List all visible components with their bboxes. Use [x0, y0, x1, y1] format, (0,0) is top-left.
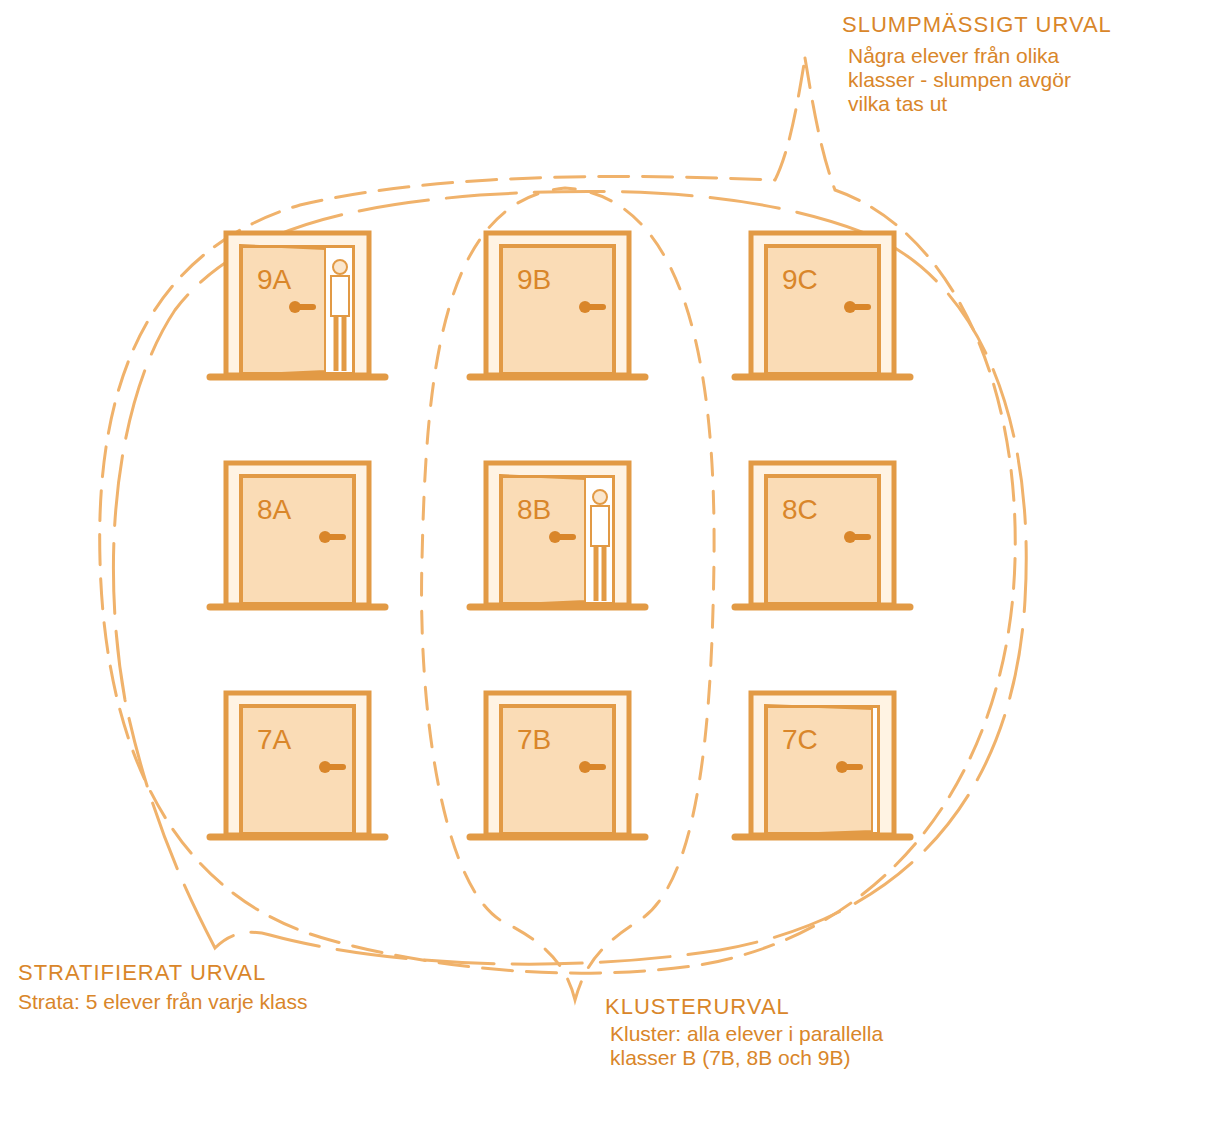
door-drawing — [210, 463, 385, 607]
door-frame — [486, 693, 629, 835]
method-note: Strata: 5 elever från varje klass — [18, 990, 458, 1014]
door-panel — [500, 475, 585, 605]
door-knob — [844, 531, 856, 543]
door-drawing — [470, 233, 645, 377]
method-note: Några elever från olika klasser - slumpe… — [848, 44, 1113, 116]
class-label: 9A — [243, 248, 291, 296]
doorway-gap — [585, 475, 615, 605]
door-panel — [240, 475, 355, 605]
door-box: 7A — [240, 705, 355, 835]
door-frame — [486, 233, 629, 375]
door-drawing — [210, 693, 385, 837]
door-box: 9C — [765, 245, 880, 375]
method-note: Kluster: alla elever i parallella klasse… — [610, 1022, 900, 1070]
door-drawing — [735, 693, 910, 837]
door-box: 8A — [240, 475, 355, 605]
door-panel — [500, 705, 615, 835]
doorway-gap — [325, 245, 355, 375]
door-knob — [579, 301, 591, 313]
class-label: 7A — [243, 708, 291, 756]
person-head — [333, 260, 347, 274]
door-drawing — [735, 463, 910, 607]
person-leg — [334, 316, 339, 371]
door-frame — [226, 693, 369, 835]
door-panel — [240, 705, 355, 835]
cluster-sample-outline — [422, 188, 715, 1000]
door-frame — [751, 233, 894, 375]
door-drawing — [735, 233, 910, 377]
method-heading: SLUMPMÄSSIGT URVAL — [842, 12, 1112, 37]
door-frame — [226, 463, 369, 605]
door-drawing — [470, 463, 645, 607]
door-knob — [836, 761, 848, 773]
door-knob — [844, 301, 856, 313]
person-head — [593, 490, 607, 504]
class-label: 9B — [503, 248, 551, 296]
door-panel — [765, 475, 880, 605]
method-heading: STRATIFIERAT URVAL — [18, 960, 266, 985]
door-box: 8B — [500, 475, 615, 605]
door-box: 8C — [765, 475, 880, 605]
door-frame — [226, 233, 369, 375]
door-box: 7C — [765, 705, 880, 835]
person-body — [331, 276, 349, 316]
door-frame — [751, 693, 894, 835]
door-knob — [549, 531, 561, 543]
stratified-sample-outline — [113, 191, 1026, 964]
class-label: 8C — [768, 478, 818, 526]
door-knob — [319, 531, 331, 543]
door-drawing — [470, 693, 645, 837]
door-frame — [751, 463, 894, 605]
door-drawing — [210, 233, 385, 377]
door-panel — [765, 705, 872, 835]
door-box: 9A — [240, 245, 355, 375]
person-leg — [594, 546, 599, 601]
random-sample-outline — [100, 58, 1016, 973]
door-box: 9B — [500, 245, 615, 375]
door-knob — [319, 761, 331, 773]
class-label: 9C — [768, 248, 818, 296]
door-knob — [289, 301, 301, 313]
person-leg — [602, 546, 607, 601]
door-frame — [486, 463, 629, 605]
door-box: 7B — [500, 705, 615, 835]
person-body — [591, 506, 609, 546]
door-panel — [765, 245, 880, 375]
class-label: 7C — [768, 708, 818, 756]
door-knob — [579, 761, 591, 773]
class-label: 8B — [503, 478, 551, 526]
class-label: 8A — [243, 478, 291, 526]
class-label: 7B — [503, 708, 551, 756]
method-heading: KLUSTERURVAL — [605, 994, 790, 1019]
person-leg — [342, 316, 347, 371]
door-panel — [240, 245, 325, 375]
door-panel — [500, 245, 615, 375]
